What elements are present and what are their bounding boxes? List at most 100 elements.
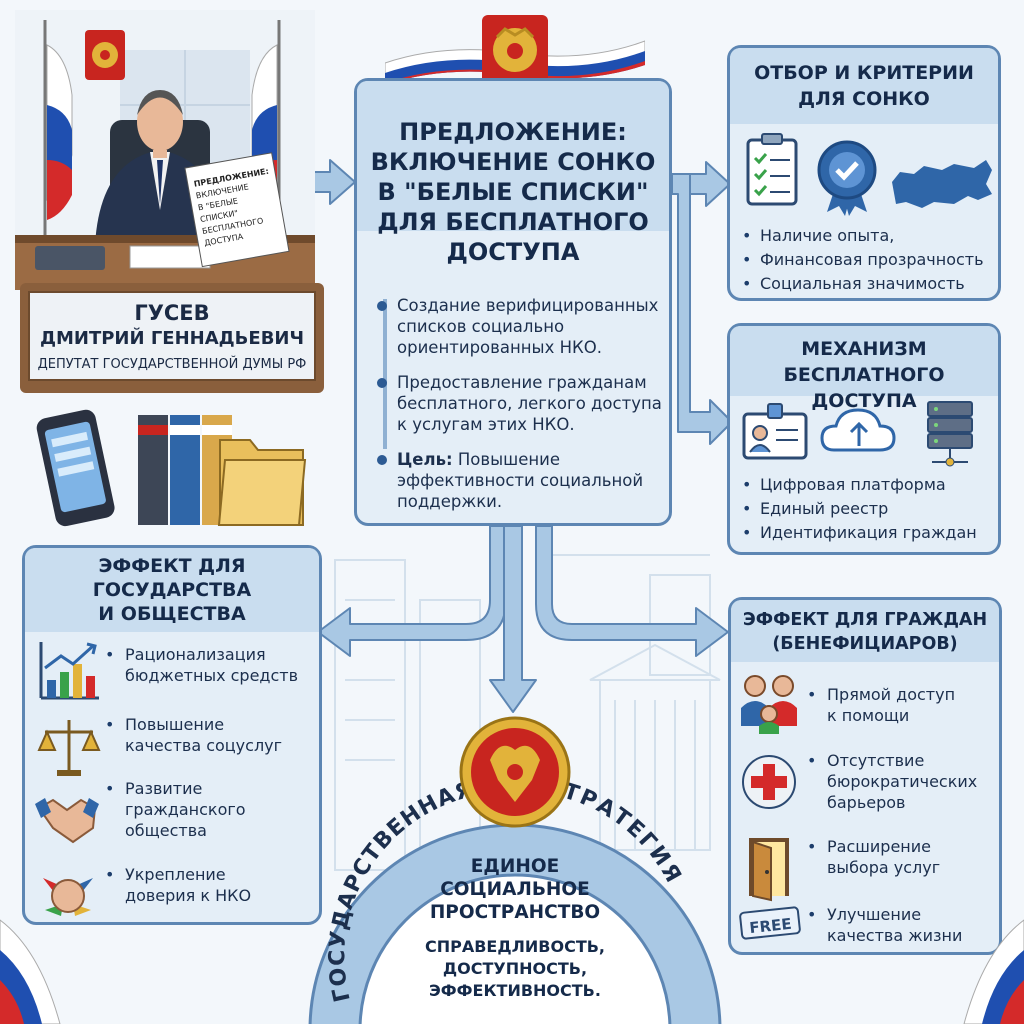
citizen-effect-item-line: Улучшение [827,905,922,924]
mechanism-item: Идентификация граждан [740,521,977,545]
proposal-title-line: ДЛЯ БЕСПЛАТНОГО [377,208,649,236]
checklist-icon [746,133,798,206]
proposal-point-text: Повышение эффективности социальной подде… [397,450,644,511]
folder-icon [217,439,307,526]
state-effect-item-line: доверия к НКО [125,886,252,905]
mechanism-box: МЕХАНИЗМ БЕСПЛАТНОГО ДОСТУПА [727,323,1001,555]
state-effect-item: • Повышение качества соцуслуг [105,715,283,755]
mechanism-list: Цифровая платформа Единый реестр Идентиф… [740,473,977,545]
proposal-point: Предоставление гражданам бесплатного, ле… [375,372,665,435]
strategy-dome: ГОСУДАРСТВЕННАЯ СТРАТЕГИЯ [308,716,722,1024]
citizen-effect-item-line: бюрократических [827,772,978,791]
state-effect-title-line: ЭФФЕКТ ДЛЯ [98,555,246,577]
server-icon [927,401,973,467]
coat-of-arms-icon [85,30,125,80]
selection-title: ОТБОР И КРИТЕРИИ ДЛЯ СОНКО [730,48,998,124]
open-door-icon [749,838,789,902]
mechanism-title-line: МЕХАНИЗМ [801,338,927,360]
free-label: FREE [748,915,792,937]
citizen-effect-title-line: ЭФФЕКТ ДЛЯ ГРАЖДАН [742,610,988,630]
quality-badge-icon [817,140,877,216]
center-values: СПРАВЕДЛИВОСТЬ, ДОСТУПНОСТЬ, ЭФФЕКТИВНОС… [400,936,630,1002]
selection-item: Социальная значимость [740,272,984,296]
center-title-line: ЕДИНОЕ [470,856,560,877]
state-effect-title: ЭФФЕКТ ДЛЯ ГОСУДАРСТВА И ОБЩЕСТВА [25,548,319,632]
selection-box: ОТБОР И КРИТЕРИИ ДЛЯ СОНКО Наличие [727,45,1001,301]
arrow-to-center [489,525,537,713]
person-surname: ГУСЕВ [134,301,210,325]
growth-chart-icon [39,642,99,700]
mechanism-title: МЕХАНИЗМ БЕСПЛАТНОГО ДОСТУПА [730,326,998,412]
state-effect-item-line: бюджетных средств [125,666,299,685]
family-icon [741,675,797,734]
nameplate: ГУСЕВ ДМИТРИЙ ГЕННАДЬЕВИЧ ДЕПУТАТ ГОСУДА… [20,283,324,393]
citizen-effect-item-line: барьеров [827,793,906,812]
arrow-to-citizen-effect [535,525,729,657]
selection-title-line: ОТБОР И КРИТЕРИИ [754,62,974,84]
person-role: ДЕПУТАТ ГОСУДАРСТВЕННОЙ ДУМЫ РФ [37,357,307,372]
flag-ribbon [385,15,645,85]
proposal-title-line: ДОСТУПА [446,238,580,266]
selection-item: Финансовая прозрачность [740,248,984,272]
flag-swoosh-right [963,919,1024,1024]
handshake-icon [35,798,99,844]
arrow-to-selection [689,161,731,207]
proposal-point: Создание верифицированных списков социал… [375,295,665,358]
proposal-title-line: ПРЕДЛОЖЕНИЕ: [399,118,627,146]
state-effect-item-line: Развитие [125,779,203,798]
flag-swoosh-left [0,919,61,1024]
citizen-effect-item: • Улучшение качества жизни [807,905,963,945]
state-effect-item: • Укрепление доверия к НКО [105,865,252,905]
medical-cross-icon [742,755,796,809]
mechanism-title-line: БЕСПЛАТНОГО ДОСТУПА [783,364,945,412]
free-tag-icon: FREE [739,906,801,940]
id-card-icon [742,403,808,460]
official-illustration: ПРЕДЛОЖЕНИЕ: ВКЛЮЧЕНИЕ В "БЕЛЫЕ СПИСКИ" … [15,10,315,290]
citizen-effect-item: • Отсутствие бюрократических барьеров [807,751,978,812]
proposal-point-text: Предоставление гражданам бесплатного, ле… [397,373,662,434]
state-effect-box: ЭФФЕКТ ДЛЯ ГОСУДАРСТВА И ОБЩЕСТВА [22,545,322,925]
flag-icon [43,20,73,245]
citizen-effect-item: • Прямой доступ к помощи [807,685,956,725]
state-effect-item-line: качества соцуслуг [125,736,283,755]
citizen-effect-title: ЭФФЕКТ ДЛЯ ГРАЖДАН (БЕНЕФИЦИАРОВ) [731,600,999,662]
arrow-to-state-effect [317,525,507,657]
joined-hands-icon [43,878,93,916]
state-effect-item-line: Укрепление [125,865,226,884]
citizen-effect-box: ЭФФЕКТ ДЛЯ ГРАЖДАН (БЕНЕФИЦИАРОВ) [728,597,1002,955]
proposal-point: Цель: Повышение эффективности социальной… [375,449,665,512]
proposal-title-line: ВКЛЮЧЕНИЕ СОНКО [370,148,656,176]
citizen-effect-icons: FREE [739,675,801,940]
mechanism-icons [742,401,973,467]
citizen-effect-item-line: к помощи [827,706,910,725]
proposal-goal-label: Цель: [397,450,453,469]
citizen-effect-item-line: Расширение [827,837,931,856]
center-value: ЭФФЕКТИВНОСТЬ. [429,981,601,1000]
selection-item: Наличие опыта, [740,224,984,248]
devices-illustration [36,409,307,527]
arrow-to-right-boxes [671,173,733,445]
state-effect-title-line: ГОСУДАРСТВА [92,579,252,601]
person-name: ГУСЕВ ДМИТРИЙ ГЕННАДЬЕВИЧ [30,301,314,351]
coat-of-arms-icon [459,716,571,828]
mechanism-item: Единый реестр [740,497,977,521]
russia-map-icon [892,160,992,208]
scales-icon [37,720,101,776]
selection-title-line: ДЛЯ СОНКО [798,88,930,110]
citizen-effect-title-line: (БЕНЕФИЦИАРОВ) [772,634,958,654]
selection-icons [746,133,992,216]
proposal-document-icon: ПРЕДЛОЖЕНИЕ: ВКЛЮЧЕНИЕ В "БЕЛЫЕ СПИСКИ" … [184,152,290,268]
smartphone-icon [36,409,115,527]
binders-icon [138,415,232,525]
state-effect-item-line: Повышение [125,715,225,734]
proposal-title: ПРЕДЛОЖЕНИЕ: ВКЛЮЧЕНИЕ СОНКО В "БЕЛЫЕ СП… [357,81,669,266]
person-given-names: ДМИТРИЙ ГЕННАДЬЕВИЧ [39,328,305,349]
center-title-line: СОЦИАЛЬНОЕ [440,879,590,900]
state-effect-title-line: И ОБЩЕСТВА [98,603,246,625]
citizen-effect-item-line: Отсутствие [827,751,925,770]
cloud-upload-icon [820,408,896,452]
proposal-box: ПРЕДЛОЖЕНИЕ: ВКЛЮЧЕНИЕ СОНКО В "БЕЛЫЕ СП… [354,78,672,526]
